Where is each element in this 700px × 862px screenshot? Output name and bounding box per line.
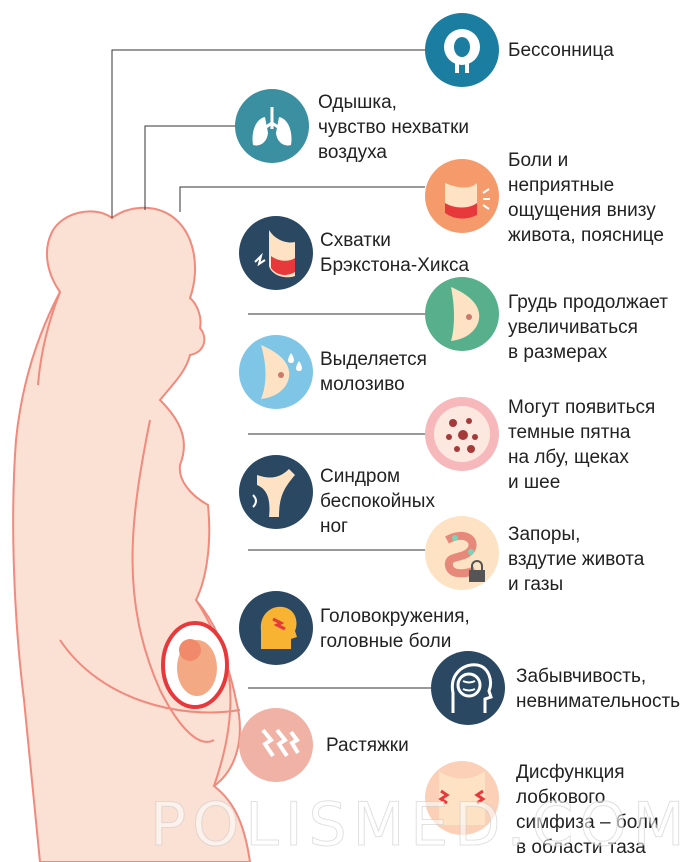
sheep-icon <box>425 13 499 87</box>
legs-icon <box>239 455 313 529</box>
label-line: молозиво <box>320 374 405 395</box>
label-line: в области таза <box>516 837 646 858</box>
label-line: Запоры, <box>508 524 581 545</box>
label-line: Синдром <box>320 466 401 487</box>
label-line: Забывчивость, <box>516 666 647 687</box>
label-line: и шее <box>508 472 561 493</box>
label-line: Одышка, <box>318 92 397 113</box>
label-breast: Грудь продолжает увеличиваться в размерах <box>508 290 668 365</box>
label-line: живота, пояснице <box>508 225 664 246</box>
label-line: Грудь продолжает <box>508 292 668 313</box>
intestine-lock-icon <box>425 516 499 590</box>
label-line: лобкового <box>516 787 606 808</box>
label-line: Дисфункция <box>516 762 625 783</box>
label-line: на лбу, щеках <box>508 447 629 468</box>
label-line: Растяжки <box>326 735 409 756</box>
head-lightning-icon <box>239 591 313 665</box>
connector-lines <box>111 49 431 746</box>
label-line: в размерах <box>508 342 608 363</box>
colostrum-icon <box>239 335 313 409</box>
connector-insomnia <box>111 49 425 218</box>
label-line: Бессонница <box>508 40 614 61</box>
breast-icon <box>425 277 499 351</box>
woman-silhouette <box>12 206 252 862</box>
skin-spots-icon <box>425 397 499 471</box>
lungs-icon <box>235 89 309 163</box>
stretch-marks-icon <box>239 708 313 782</box>
label-line: Боли и <box>508 150 569 171</box>
label-line: и газы <box>508 574 564 595</box>
label-line: Выделяется <box>320 349 427 370</box>
watermark: POLISMED.COM <box>149 790 691 861</box>
label-line: темные пятна <box>508 422 631 443</box>
label-line: ощущения внизу <box>508 200 656 221</box>
belly-pain-icon <box>425 159 499 233</box>
label-dizziness: Головокружения, головные боли <box>320 604 470 654</box>
label-line: симфиза – боли <box>516 812 659 833</box>
label-dyspnea: Одышка, чувство нехватки воздуха <box>318 90 469 165</box>
label-constipation: Запоры, вздутие живота и газы <box>508 522 644 597</box>
baby-head <box>179 639 201 661</box>
label-stretch: Растяжки <box>326 733 409 758</box>
label-lower-pain: Боли и неприятные ощущения внизу живота, по… <box>508 148 664 248</box>
label-insomnia: Бессонница <box>508 38 614 63</box>
connector-dyspnea <box>144 125 235 210</box>
label-line: невнимательность <box>516 691 681 712</box>
label-line: головные боли <box>320 631 452 652</box>
connector-lower-pain <box>179 186 425 212</box>
label-line: вздутие живота <box>508 549 645 570</box>
brain-head-icon <box>431 651 505 725</box>
arm-outline <box>131 419 215 743</box>
label-line: Могут появиться <box>508 397 656 418</box>
label-line: неприятные <box>508 175 615 196</box>
pelvis-pain-icon <box>425 761 499 835</box>
label-line: Головокружения, <box>320 606 470 627</box>
label-spots: Могут появиться темные пятна на лбу, щеках… <box>508 395 655 495</box>
belly-outline <box>37 291 241 787</box>
label-legs: Синдром беспокойных ног <box>320 464 435 539</box>
label-line: Схватки <box>320 230 391 251</box>
label-line: увеличиваться <box>508 317 638 338</box>
label-symphysis: Дисфункция лобкового симфиза – боли в облас… <box>516 760 659 860</box>
label-line: чувство нехватки <box>318 117 470 138</box>
label-line: воздуха <box>318 142 387 163</box>
contraction-icon <box>239 216 313 290</box>
label-forgetful: Забывчивость, невнимательность <box>516 664 680 714</box>
label-line: беспокойных <box>320 491 435 512</box>
label-line: Брэкстона-Хикса <box>320 255 470 276</box>
label-line: ног <box>320 516 348 537</box>
label-colostrum: Выделяется молозиво <box>320 347 427 397</box>
